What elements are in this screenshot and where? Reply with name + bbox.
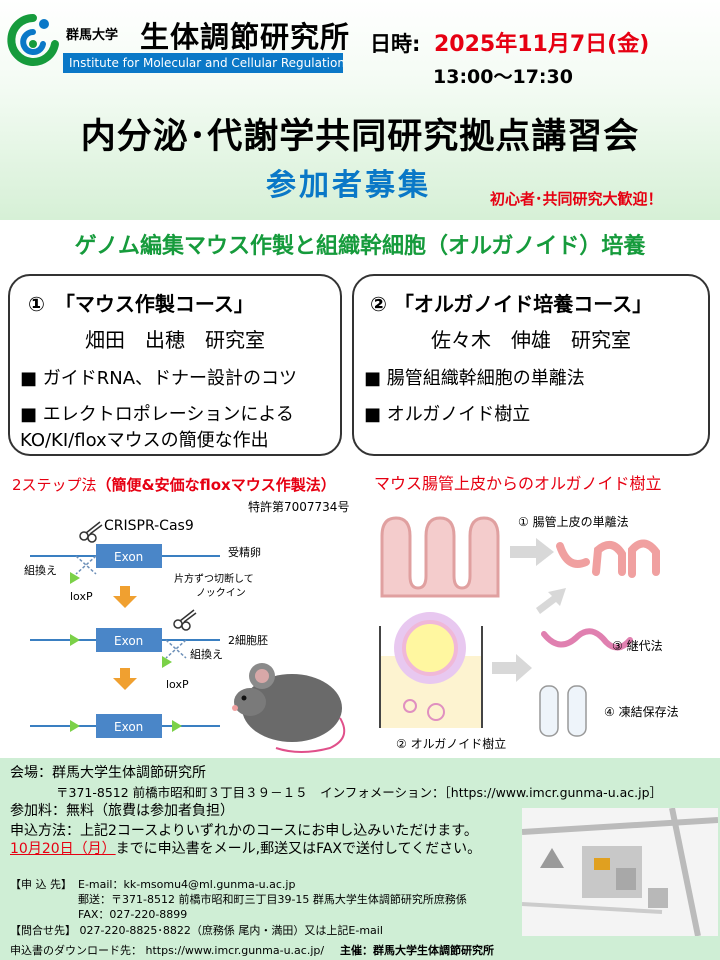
patent-number: 特許第7007734号 bbox=[248, 500, 350, 514]
page-title: 内分泌･代謝学共同研究拠点講習会 bbox=[80, 117, 640, 157]
organoid-diagram: ① 腸管上皮の単離法 ② オルガノイド樹立 ③ 継代法 ④ 凍結保存法 bbox=[379, 514, 679, 751]
deadline-date: 10月20日（月） bbox=[10, 841, 116, 857]
recombination-label: 組換え bbox=[24, 564, 57, 577]
cryotube-icon bbox=[539, 685, 587, 737]
organoid-step-2: ② オルガノイド樹立 bbox=[396, 736, 506, 751]
crispr-diagram: CRISPR-Cas9 Exon 受精卵 組換え loxP 片方ずつ切断して ノ… bbox=[24, 518, 346, 753]
address: 〒371-8512 前橋市昭和町３丁目３９－１５ インフォメーション：［http… bbox=[56, 785, 663, 800]
two-step-method-title: 2ステップ法（簡便&安価なfloxマウス作製法） bbox=[12, 474, 336, 495]
down-arrow-icon bbox=[113, 668, 137, 690]
contact-email: E-mail：kk-msomu4@ml.gunma-u.ac.jp bbox=[78, 878, 296, 891]
course-item: ■ エレクトロポレーションによる bbox=[20, 404, 294, 425]
down-arrow-icon bbox=[113, 586, 137, 608]
fertilized-egg-label: 受精卵 bbox=[228, 546, 261, 559]
intestinal-villi-icon bbox=[380, 516, 500, 598]
exon-block bbox=[96, 628, 162, 652]
crypt-cells-icon bbox=[556, 539, 660, 578]
course-item: ■ オルガノイド樹立 bbox=[364, 404, 531, 425]
apply-method: 申込方法：上記2コースよりいずれかのコースにお申し込みいただけます。 bbox=[10, 823, 478, 839]
institute-logo-icon bbox=[7, 14, 59, 66]
contact-mail: 郵送：〒371-8512 前橋市昭和町三丁目39-15 群馬大学生体調節研究所庶… bbox=[78, 893, 467, 906]
course-item: ■ 腸管組織幹細胞の単離法 bbox=[364, 368, 585, 389]
exon-block bbox=[96, 544, 162, 568]
cut-knockin-label: ノックイン bbox=[196, 587, 246, 599]
loxp-marker bbox=[162, 656, 172, 668]
loxp-label: loxP bbox=[70, 590, 93, 603]
organoid-figure-title: マウス腸管上皮からのオルガノイド樹立 bbox=[374, 474, 662, 493]
lab-name: 畑田 出穂 研究室 bbox=[85, 328, 265, 352]
exon-label: Exon bbox=[114, 720, 143, 734]
deadline-line: 10月20日（月）までに申込書をメール,郵送又はFAXで送付してください。 bbox=[10, 838, 481, 858]
organizer: 主催：群馬大学生体調節研究所 bbox=[340, 944, 494, 957]
two-cell-label: 2細胞胚 bbox=[228, 634, 268, 647]
lab-name: 佐々木 伸雄 研究室 bbox=[431, 328, 631, 352]
loxp-marker bbox=[172, 720, 182, 732]
course-subtitle: ゲノム編集マウス作製と組織幹細胞（オルガノイド）培養 bbox=[74, 234, 646, 259]
exon-label: Exon bbox=[114, 634, 143, 648]
organoid-step-4: ④ 凍結保存法 bbox=[604, 705, 679, 719]
organoid-step-3: ③ 継代法 bbox=[612, 638, 663, 653]
diagonal-arrow-icon bbox=[536, 588, 566, 614]
passage-organoid-icon bbox=[541, 628, 633, 651]
institute-name-small: 群馬大学 bbox=[66, 28, 119, 43]
welcome-note: 初心者･共同研究大歓迎！ bbox=[490, 190, 663, 208]
venue: 会場：群馬大学生体調節研究所 bbox=[10, 765, 206, 781]
recombination-cross bbox=[75, 555, 97, 575]
right-arrow-icon bbox=[510, 538, 554, 566]
download-url: 申込書のダウンロード先： https://www.imcr.gunma-u.ac… bbox=[10, 944, 325, 957]
course-item: ■ ガイドRNA、ドナー設計のコツ bbox=[20, 368, 298, 389]
right-arrow-icon bbox=[492, 654, 532, 682]
contact-label: 【申 込 先】 bbox=[10, 878, 72, 891]
step-title-main: 2ステップ法 bbox=[12, 476, 97, 494]
loxp-marker bbox=[70, 634, 80, 646]
organoid-culture-icon bbox=[379, 612, 483, 728]
loxp-label: loxP bbox=[166, 678, 189, 691]
cut-knockin-label: 片方ずつ切断して bbox=[174, 572, 254, 585]
loxp-marker bbox=[70, 572, 80, 584]
mouse-icon bbox=[232, 663, 346, 753]
organoid-step-1: ① 腸管上皮の単離法 bbox=[518, 514, 629, 529]
recombination-label: 組換え bbox=[190, 648, 223, 661]
fee: 参加料：無料（旅費は参加者負担） bbox=[10, 803, 234, 819]
recombination-cross bbox=[75, 555, 97, 575]
exon-label: Exon bbox=[114, 550, 143, 564]
institute-name: 生体調節研究所 bbox=[140, 20, 351, 54]
course-item: KO/KI/floxマウスの簡便な作出 bbox=[20, 430, 269, 451]
loxp-marker bbox=[70, 720, 80, 732]
recruit-heading: 参加者募集 bbox=[266, 168, 431, 203]
course-box-mouse: ① 「マウス作製コース」 畑田 出穂 研究室 ■ ガイドRNA、ドナー設計のコツ… bbox=[8, 274, 342, 456]
scissors-icon bbox=[173, 609, 197, 631]
course-title: ① 「マウス作製コース」 bbox=[28, 292, 254, 316]
access-map bbox=[522, 808, 718, 936]
contact-fax: FAX：027-220-8899 bbox=[78, 908, 188, 921]
exon-block bbox=[96, 714, 162, 738]
crispr-label: CRISPR-Cas9 bbox=[104, 518, 194, 534]
header-band bbox=[0, 0, 720, 220]
event-date: 2025年11月7日(金) bbox=[434, 32, 650, 57]
date-label: 日時: bbox=[370, 32, 421, 56]
recombination-cross bbox=[165, 639, 187, 659]
institute-name-english: Institute for Molecular and Cellular Reg… bbox=[63, 53, 343, 73]
inquiry: 【問合せ先】 027-220-8825･8822（庶務係 尾内・満田）又は上記E… bbox=[10, 924, 383, 937]
event-time: 13:00～17:30 bbox=[433, 66, 573, 88]
step-title-detail: （簡便&安価なfloxマウス作製法） bbox=[96, 476, 336, 494]
course-box-organoid: ② 「オルガノイド培養コース」 佐々木 伸雄 研究室 ■ 腸管組織幹細胞の単離法… bbox=[352, 274, 710, 456]
scissors-icon bbox=[79, 521, 103, 543]
recombination-cross bbox=[165, 639, 187, 659]
deadline-text: までに申込書をメール,郵送又はFAXで送付してください。 bbox=[115, 841, 482, 857]
course-title: ② 「オルガノイド培養コース」 bbox=[370, 292, 653, 316]
